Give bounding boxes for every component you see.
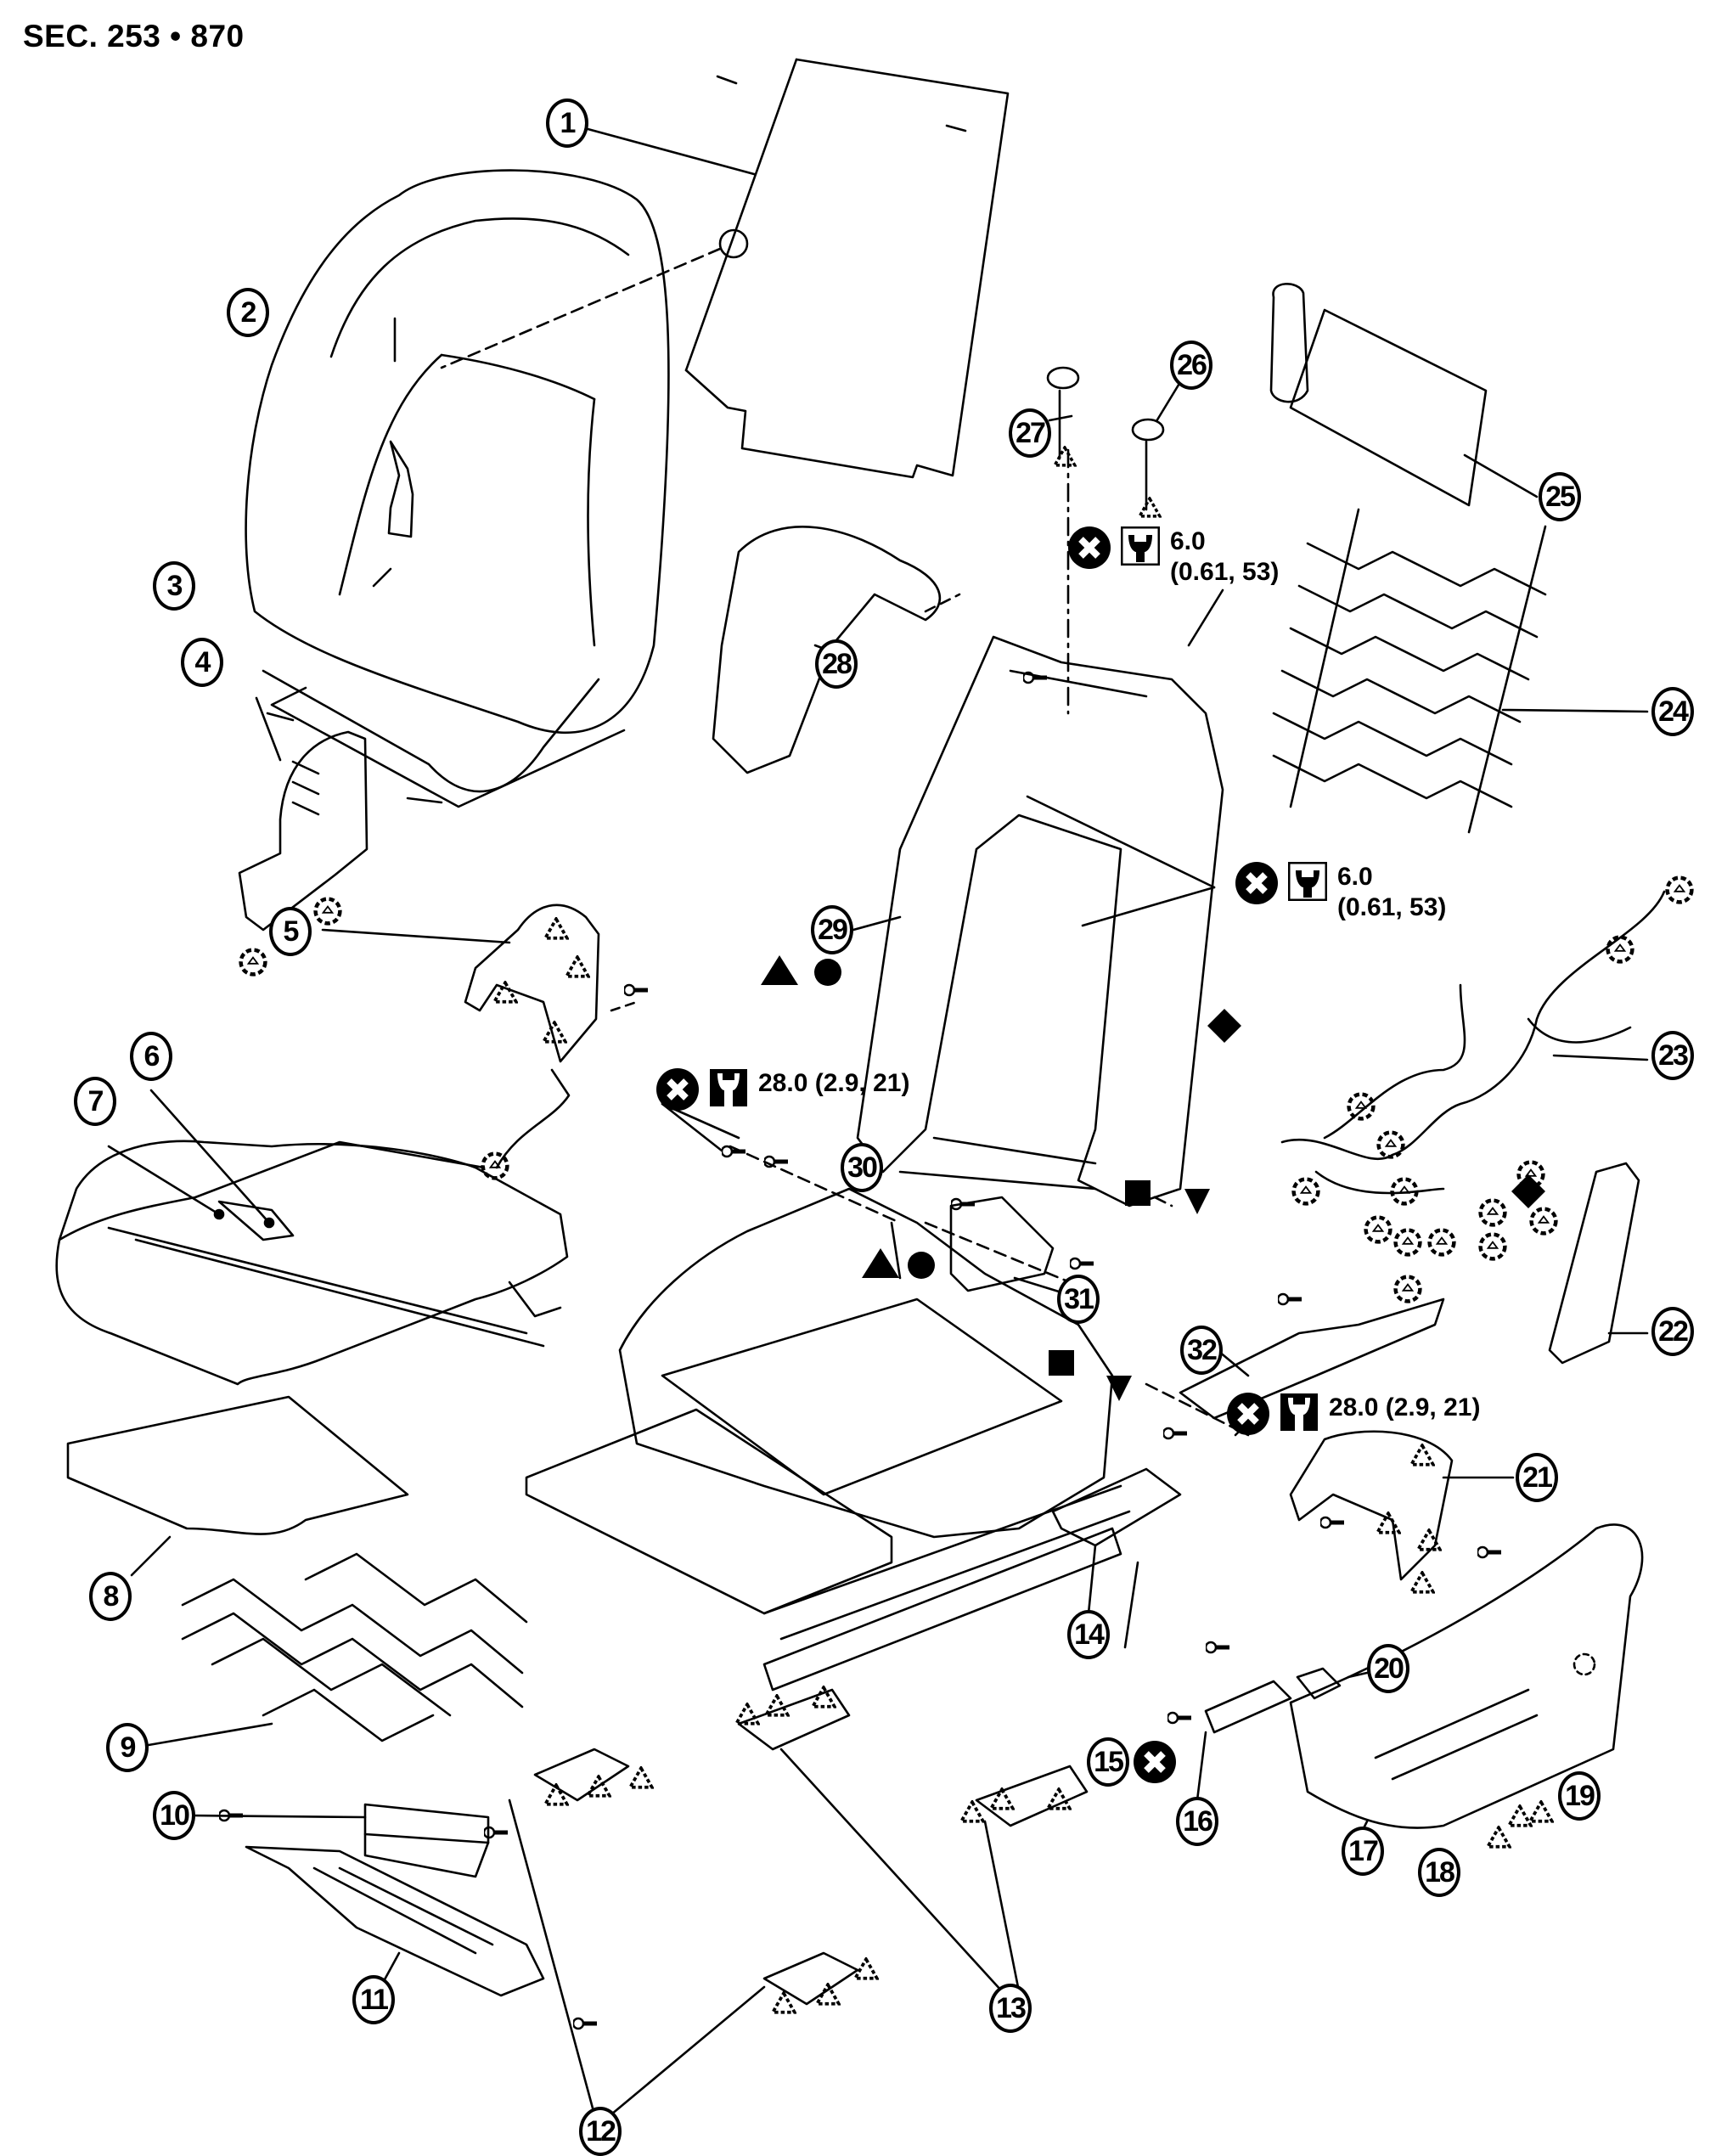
callout-23: 23 <box>1651 1031 1694 1080</box>
callout-20: 20 <box>1367 1644 1409 1693</box>
square-mark <box>1049 1350 1074 1376</box>
inverted-triangle-mark <box>1184 1189 1210 1214</box>
callout-8: 8 <box>89 1572 132 1621</box>
callout-25: 25 <box>1539 472 1581 521</box>
wrench-icon <box>1288 862 1327 901</box>
part-31-bracket <box>949 1196 1055 1292</box>
diamond-mark <box>1511 1174 1545 1208</box>
callout-21: 21 <box>1516 1453 1558 1502</box>
x-circle-icon <box>1227 1393 1269 1435</box>
callout-9: 9 <box>106 1723 149 1772</box>
square-mark <box>1125 1180 1151 1206</box>
callout-29: 29 <box>811 905 853 954</box>
callout-7: 7 <box>74 1077 116 1126</box>
part-8-sheet <box>66 1395 409 1535</box>
part-11-bracket <box>245 1845 545 1997</box>
torque-spec-2: 6.0 (0.61, 53) <box>1235 862 1446 923</box>
callout-31: 31 <box>1057 1275 1100 1324</box>
torque-value: 28.0 (2.9, 21) <box>1329 1393 1481 1421</box>
part-1-panel <box>684 58 1010 479</box>
part-5-finisher <box>464 903 600 1063</box>
torque-spec-3: 28.0 (2.9, 21) <box>656 1068 909 1111</box>
part-30-frame <box>525 1187 1131 1692</box>
part-17-side-finisher <box>1289 1523 1644 1829</box>
part-16-bracket <box>1204 1680 1292 1734</box>
part-12-clips <box>533 1748 859 2006</box>
callout-10: 10 <box>153 1791 195 1840</box>
callout-2: 2 <box>227 288 269 337</box>
callout-11: 11 <box>352 1975 395 2024</box>
part-14-cover <box>1051 1467 1182 1547</box>
callout-4: 4 <box>181 638 223 687</box>
inverted-triangle-mark <box>1106 1376 1132 1401</box>
callout-1: 1 <box>546 99 588 148</box>
part-4-trim <box>238 730 369 932</box>
part-24-spring <box>1272 508 1547 834</box>
callout-28: 28 <box>815 639 858 689</box>
callout-26: 26 <box>1170 341 1212 390</box>
pawl-marks <box>241 878 1692 1302</box>
callout-6: 6 <box>130 1032 172 1081</box>
part-13-clips <box>737 1688 1089 1827</box>
triangle-mark <box>862 1248 899 1278</box>
callout-27: 27 <box>1009 408 1051 458</box>
wrench-icon <box>710 1069 747 1107</box>
diamond-mark <box>1207 1009 1241 1043</box>
torque-value: 6.0 <box>1337 863 1373 891</box>
callout-19: 19 <box>1558 1771 1601 1821</box>
callout-30: 30 <box>841 1143 883 1192</box>
wrench-icon <box>1121 526 1160 566</box>
torque-spec-1: 6.0 (0.61, 53) <box>1068 526 1279 588</box>
callout-14: 14 <box>1067 1610 1110 1659</box>
reference-marks <box>761 955 1545 1401</box>
x-circle-icon <box>1235 862 1278 904</box>
part-23-harness <box>1280 890 1666 1195</box>
part-25-lumbar <box>1269 283 1488 507</box>
torque-value: 6.0 <box>1170 527 1206 555</box>
callout-12: 12 <box>579 2107 622 2156</box>
x-circle-icon <box>1068 526 1111 569</box>
section-title: SEC. 253 • 870 <box>23 19 245 53</box>
callout-5: 5 <box>269 907 312 956</box>
part-29-back-frame <box>856 635 1224 1207</box>
part-20-switch <box>1296 1667 1342 1700</box>
part-26-27-holders <box>1046 366 1165 511</box>
wrench-icon <box>1280 1393 1318 1432</box>
x-circle-icon <box>1134 1741 1176 1783</box>
part-10-module <box>363 1803 490 1878</box>
part-21-finisher <box>1289 1430 1454 1581</box>
torque-units: (0.61, 53) <box>1337 893 1447 921</box>
circle-mark <box>814 959 841 986</box>
part-6-7-cushion <box>55 1140 569 1386</box>
part-22-airbag <box>1548 1162 1640 1365</box>
callout-15: 15 <box>1087 1737 1129 1787</box>
triangle-mark <box>761 955 798 985</box>
callout-3: 3 <box>153 561 195 611</box>
circle-mark <box>908 1252 935 1279</box>
torque-spec-4: 28.0 (2.9, 21) <box>1227 1393 1480 1435</box>
torque-value: 28.0 (2.9, 21) <box>758 1069 910 1097</box>
callout-18: 18 <box>1418 1848 1460 1897</box>
part-9-spring <box>181 1552 528 1742</box>
torque-units: (0.61, 53) <box>1170 558 1280 586</box>
callout-17: 17 <box>1342 1827 1384 1876</box>
part-2-3-seatback <box>245 169 670 808</box>
x-circle-icon <box>656 1068 699 1111</box>
callout-13: 13 <box>989 1984 1032 2033</box>
callout-24: 24 <box>1651 687 1694 736</box>
callout-32: 32 <box>1180 1326 1223 1375</box>
callout-16: 16 <box>1176 1797 1218 1846</box>
part-28-board <box>712 526 941 774</box>
callout-22: 22 <box>1651 1307 1694 1356</box>
